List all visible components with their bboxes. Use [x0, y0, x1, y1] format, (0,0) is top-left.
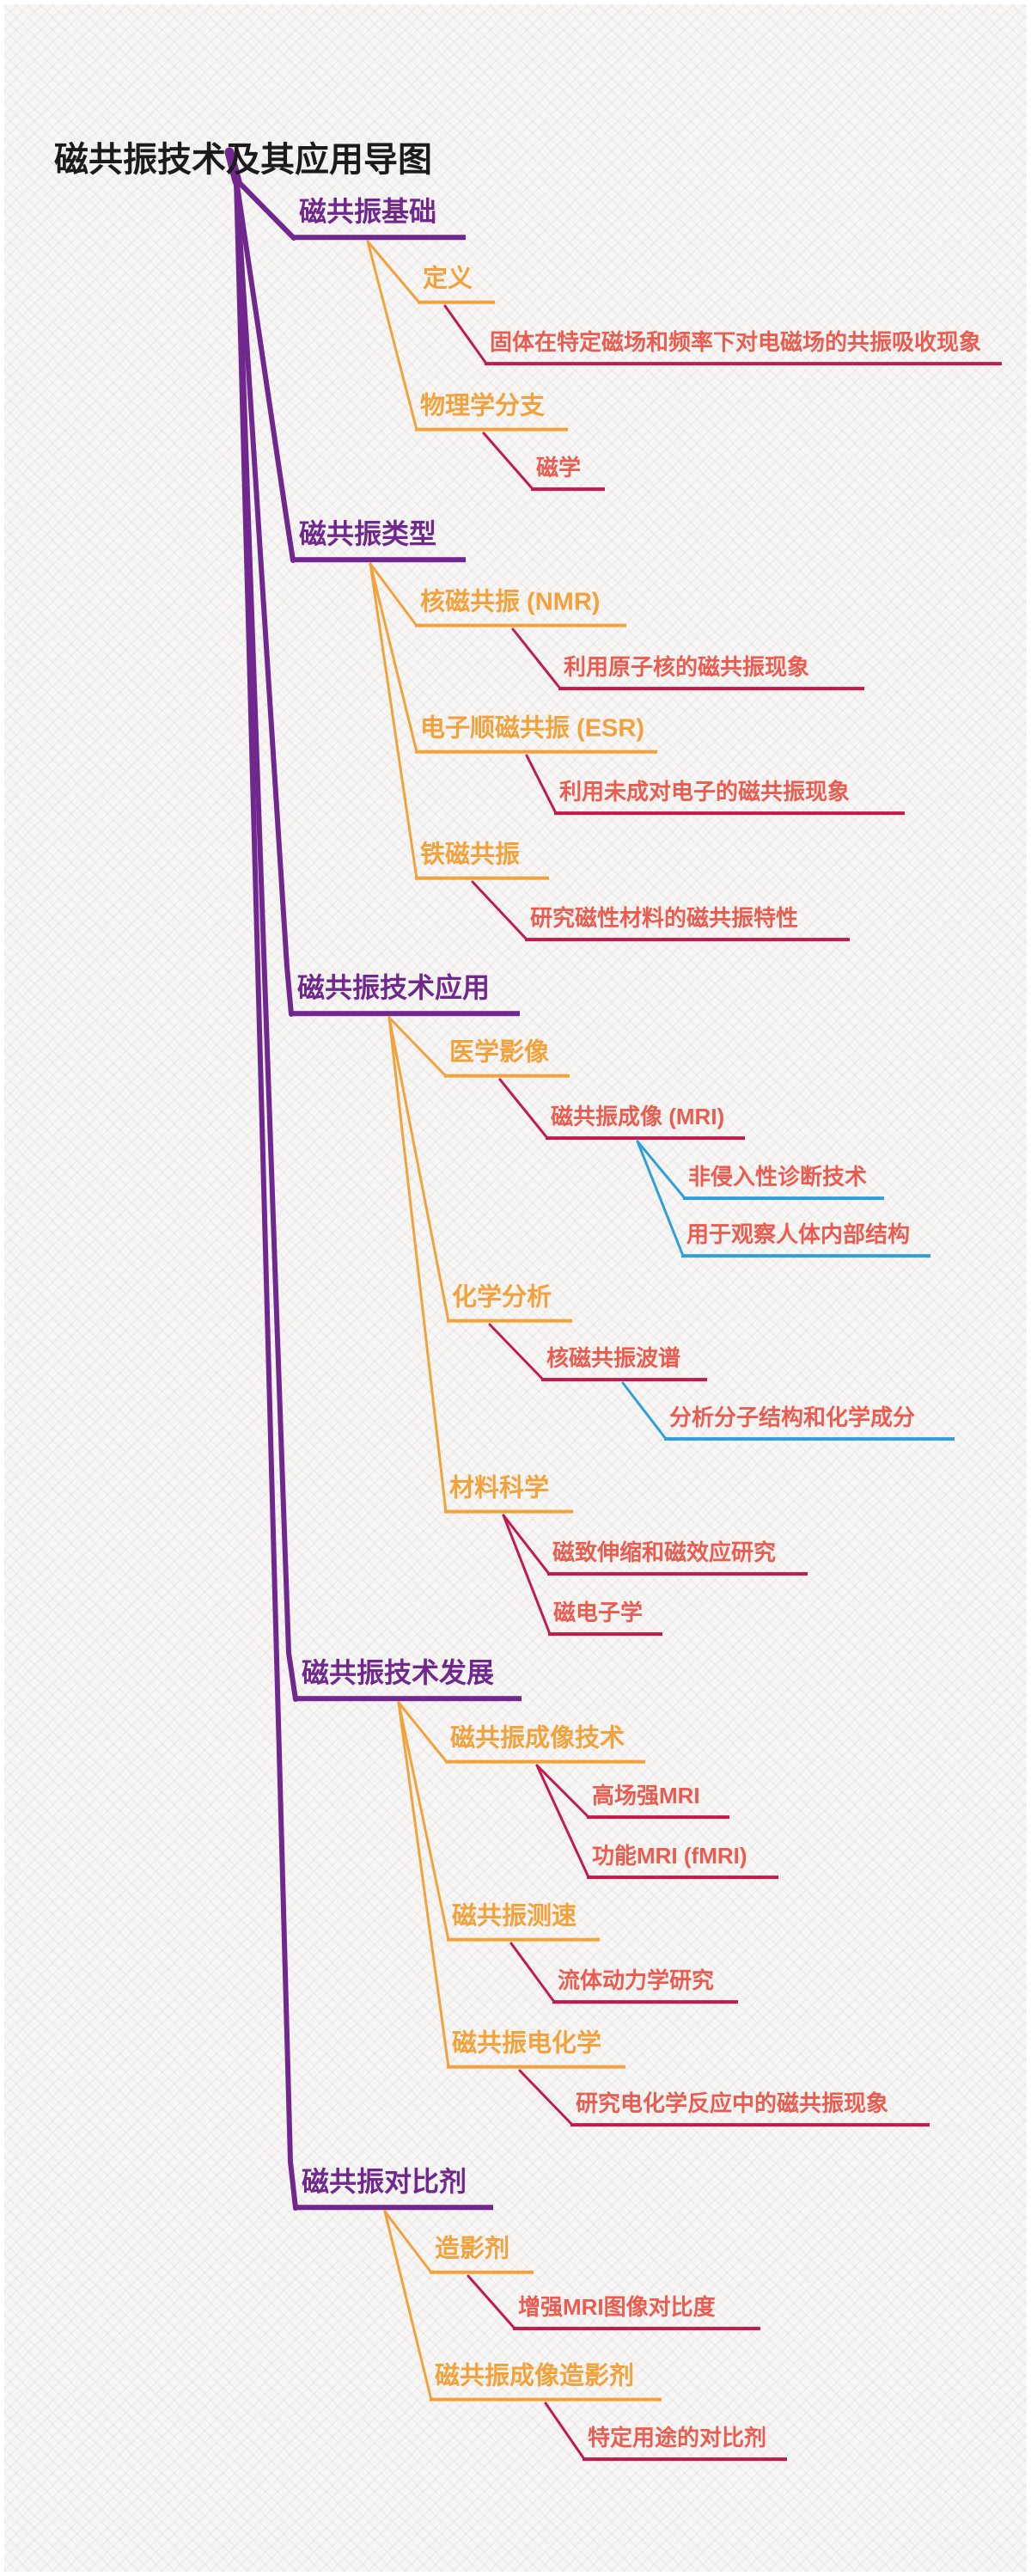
branch-line-contrast-media	[383, 2210, 433, 2274]
branch-line-medical-mri	[498, 1078, 549, 1140]
branch-line-root-types	[234, 177, 296, 563]
branch-line-root-development	[234, 177, 298, 1702]
mindmap-root-title: 磁共振技术及其应用导图	[54, 141, 432, 179]
branch-line-dev-imaging-tech	[397, 1701, 448, 1764]
branch-line-spectroscopy-analysis	[621, 1381, 668, 1441]
node-special-purpose-contrast[interactable]: 特定用途的对比剂	[583, 2425, 787, 2461]
branch-line-media-enhancement	[467, 2274, 516, 2330]
node-mr-types[interactable]: 磁共振类型	[292, 518, 466, 562]
branch-line-physics-magnetics	[482, 431, 534, 491]
node-mr-contrast-agents[interactable]: 磁共振对比剂	[295, 2166, 493, 2210]
branch-line-contrast-mri-media	[383, 2210, 433, 2402]
branch-line-velocimetry-fluid	[509, 1942, 556, 2004]
branch-line-basics-physics	[366, 240, 418, 431]
branch-line-materials-magnetoelectronics	[502, 1514, 552, 1636]
node-mr-basics[interactable]: 磁共振基础	[292, 196, 466, 240]
node-mr-applications[interactable]: 磁共振技术应用	[290, 972, 520, 1016]
branch-line-definition-detail	[443, 304, 488, 365]
branch-line-mri-observation	[636, 1140, 685, 1257]
node-definition-detail[interactable]: 固体在特定磁场和频率下对电磁场的共振吸收现象	[485, 329, 1002, 365]
branch-line-app-materials	[387, 1016, 448, 1514]
node-magnetics[interactable]: 磁学	[531, 455, 605, 491]
branch-line-mri-noninvasive	[636, 1140, 686, 1200]
branch-line-fmr-detail	[471, 880, 528, 941]
node-magnetostriction-research[interactable]: 磁致伸缩和磁效应研究	[547, 1539, 808, 1576]
node-mr-development[interactable]: 磁共振技术发展	[295, 1657, 522, 1701]
branch-line-dev-electrochem	[397, 1701, 450, 2069]
node-definition[interactable]: 定义	[418, 266, 495, 304]
node-ferromagnetic-resonance[interactable]: 铁磁共振	[415, 841, 549, 880]
node-esr[interactable]: 电子顺磁共振 (ESR)	[415, 715, 657, 754]
node-mri-contrast-media[interactable]: 磁共振成像造影剂	[430, 2363, 662, 2402]
node-mri[interactable]: 磁共振成像 (MRI)	[546, 1104, 745, 1140]
node-fluid-dynamics-research[interactable]: 流体动力学研究	[552, 1967, 738, 2004]
branch-line-imaging-highfield	[535, 1764, 590, 1819]
branch-line-app-chemical	[387, 1016, 450, 1323]
branch-line-types-nmr	[369, 562, 418, 627]
branch-line-types-fmr	[369, 562, 418, 880]
node-chemical-analysis[interactable]: 化学分析	[447, 1284, 572, 1323]
node-nmr[interactable]: 核磁共振 (NMR)	[415, 589, 626, 627]
node-physics-branch[interactable]: 物理学分支	[415, 393, 568, 431]
branch-line-imaging-fmri	[535, 1764, 590, 1879]
branch-line-nmr-detail	[511, 627, 562, 690]
node-nmr-detail[interactable]: 利用原子核的磁共振现象	[558, 654, 864, 690]
branch-line-electrochem-detail	[518, 2069, 574, 2126]
branch-line-root-applications	[234, 177, 294, 1017]
node-noninvasive-diagnostics[interactable]: 非侵入性诊断技术	[683, 1164, 884, 1200]
node-high-field-mri[interactable]: 高场强MRI	[587, 1783, 729, 1819]
branch-line-root-contrast	[234, 177, 298, 2211]
branch-line-esr-detail	[525, 754, 558, 815]
node-body-structure-observation[interactable]: 用于观察人体内部结构	[681, 1221, 930, 1257]
node-magnetoelectronics[interactable]: 磁电子学	[548, 1600, 662, 1636]
branch-line-root-basics	[234, 177, 296, 241]
node-esr-detail[interactable]: 利用未成对电子的磁共振现象	[554, 779, 905, 815]
branch-line-mrimedia-specialpurpose	[544, 2402, 586, 2461]
node-mr-electrochemistry[interactable]: 磁共振电化学	[447, 2030, 625, 2069]
node-fmr-detail[interactable]: 研究磁性材料的磁共振特性	[525, 905, 850, 941]
node-mri-imaging-tech[interactable]: 磁共振成像技术	[445, 1725, 645, 1764]
branch-line-basics-definition	[366, 240, 421, 304]
node-functional-mri[interactable]: 功能MRI (fMRI)	[587, 1843, 778, 1879]
node-materials-science[interactable]: 材料科学	[444, 1475, 573, 1514]
node-electrochem-mr-research[interactable]: 研究电化学反应中的磁共振现象	[570, 2090, 930, 2126]
node-mri-contrast-enhancement[interactable]: 增强MRI图像对比度	[513, 2294, 760, 2330]
node-molecular-structure-analysis[interactable]: 分析分子结构和化学成分	[664, 1404, 955, 1441]
branch-line-types-esr	[369, 562, 418, 754]
node-contrast-media[interactable]: 造影剂	[430, 2236, 534, 2274]
node-medical-imaging[interactable]: 医学影像	[444, 1039, 570, 1078]
branch-line-app-medical	[387, 1016, 448, 1078]
node-mr-velocimetry[interactable]: 磁共振测速	[447, 1903, 600, 1942]
node-nmr-spectroscopy[interactable]: 核磁共振波谱	[541, 1345, 707, 1381]
branch-line-dev-velocimetry	[397, 1701, 450, 1942]
branch-line-chemical-spectroscopy	[488, 1323, 545, 1381]
branch-line-materials-magnetostriction	[502, 1514, 551, 1576]
